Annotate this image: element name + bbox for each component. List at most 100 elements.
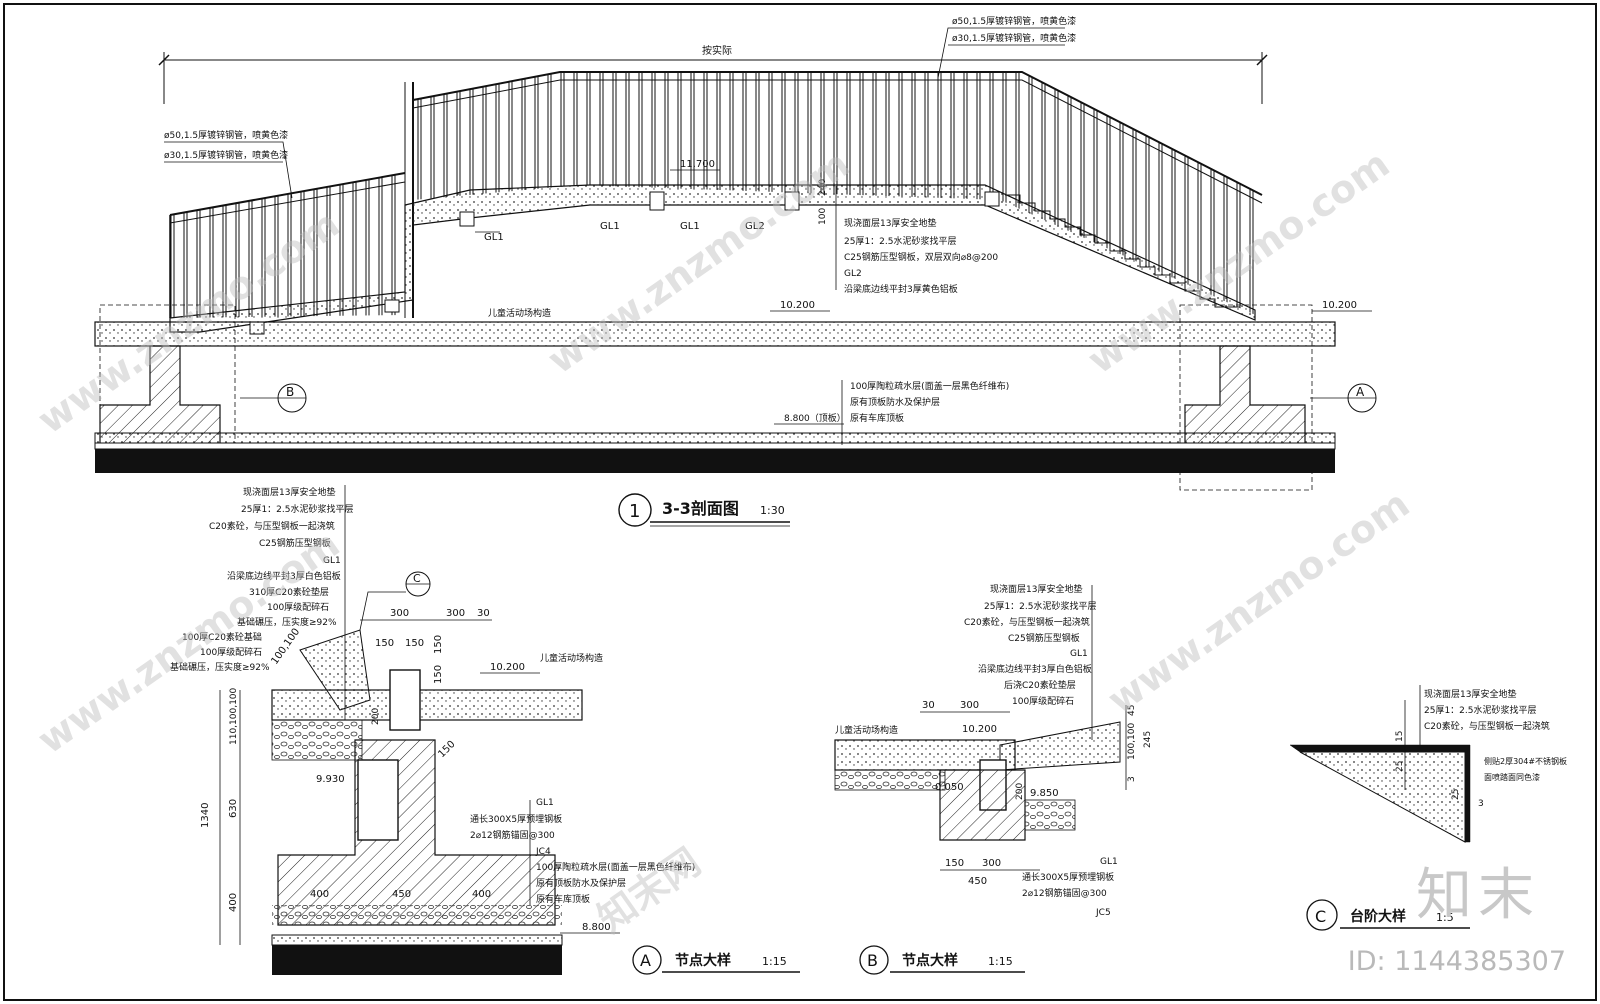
ground-slab [94, 321, 1336, 347]
beam-gl1-b [649, 191, 665, 211]
beam-left [384, 299, 400, 313]
detail-a-dim-t2: 300 [446, 608, 465, 619]
detail-a-base-3: 400 [472, 889, 491, 900]
layer-note-4: GL2 [844, 269, 862, 279]
detail-b-elev-9850: 9.850 [1030, 788, 1059, 799]
detail-b: 现浇面层13厚安全地垫 25厚1：2.5水泥砂浆找平层 C20素砼，与压型钢板一… [834, 583, 1153, 975]
detail-a-beam [389, 669, 421, 731]
beam-label-4: GL2 [745, 221, 765, 232]
left-railing [170, 173, 405, 318]
beam-label-1: GL1 [484, 232, 504, 243]
detail-a-note-6: 沿梁底边线平封3厚白色铝板 [227, 570, 341, 582]
elev-top: 11.700 [680, 159, 715, 170]
detail-c-dim-15: 15 [1395, 731, 1405, 742]
section-title: 3-3剖面图 [662, 499, 739, 518]
ref-b-label: B [286, 385, 294, 399]
detail-b-dim-245: 245 [1143, 731, 1153, 748]
section-number-circle [618, 493, 652, 527]
detail-b-note-3: C20素砼，与压型钢板一起浇筑 [964, 616, 1090, 628]
dim-100: 100 [818, 208, 828, 225]
detail-c-dim-3: 3 [1478, 799, 1484, 809]
detail-b-note-7: 后浇C20素砼垫层 [1004, 679, 1076, 691]
detail-a-dim-m2: 150 [405, 638, 424, 649]
detail-c-edge-1: 侧贴2厚304#不锈钢板 [1484, 756, 1567, 766]
detail-a-note-3: C20素砼，与压型钢板一起浇筑 [209, 520, 335, 532]
roof-slab [95, 449, 1335, 473]
detail-b-letter: B [867, 951, 878, 970]
detail-a: 现浇面层13厚安全地垫 25厚1：2.5水泥砂浆找平层 C20素砼，与压型钢板一… [170, 485, 800, 975]
detail-b-dim-3: 3 [1127, 776, 1137, 782]
beam-gl1-c [984, 191, 1000, 207]
detail-b-note-5: GL1 [1070, 649, 1088, 659]
deck-slab [169, 184, 1256, 333]
detail-a-dim-m1: 150 [375, 638, 394, 649]
detail-a-note-10: 100厚C20素砼基础 [182, 631, 262, 643]
ref-a-label: A [1356, 385, 1365, 399]
detail-a-dim-150r: 150 [433, 665, 444, 684]
detail-a-roof-3: 原有车库顶板 [536, 893, 590, 905]
detail-a-note-12: 基础碾压，压实度≥92% [170, 661, 270, 673]
detail-a-letter-circle [632, 945, 662, 975]
layer-note-1: 现浇面层13厚安全地垫 [844, 217, 936, 229]
beam-gl2 [784, 191, 800, 211]
detail-a-dim-110: 110,100,100 [229, 687, 239, 745]
detail-a-dim-150b: 150 [436, 739, 457, 760]
detail-a-dim-t3: 30 [477, 608, 490, 619]
detail-a-elev-9930: 9.930 [316, 774, 345, 785]
detail-a-dim-1340: 1340 [200, 803, 211, 828]
detail-b-dim-b3: 450 [968, 876, 987, 887]
detail-c-dim-25a: 25 [1395, 761, 1405, 772]
image-id-text: ID: 1144385307 [1347, 946, 1566, 977]
detail-a-note-7: 310厚C20素砼垫层 [249, 586, 329, 598]
detail-a-gl1: GL1 [536, 798, 554, 808]
dim-240: 240 [818, 179, 828, 196]
section-scale: 1:30 [760, 504, 785, 517]
detail-a-dim-diag: 100,100 [269, 627, 302, 667]
detail-a-roof-slab [272, 945, 562, 975]
beam-gl1-a [459, 211, 475, 227]
detail-b-note-2: 25厚1：2.5水泥砂浆找平层 [984, 600, 1097, 612]
detail-b-dim-b2: 300 [982, 858, 1001, 869]
detail-a-note-11: 100厚级配碎石 [200, 646, 262, 658]
detail-b-dim-30: 30 [922, 700, 935, 711]
rail-note-l1: ø50,1.5厚镀锌钢管，喷黄色漆 [164, 129, 288, 141]
elev-roof: 8.800（顶板） [784, 412, 846, 424]
detail-b-note-4: C25钢筋压型钢板 [1008, 632, 1080, 644]
detail-a-elev-10200: 10.200 [490, 662, 525, 673]
detail-b-note-6: 沿梁底边线平封3厚白色铝板 [978, 663, 1092, 675]
detail-c-note-1: 现浇面层13厚安全地垫 [1424, 688, 1516, 700]
detail-b-gl1: GL1 [1100, 857, 1118, 867]
detail-a-plate-1: 通长300X5厚预埋钢板 [470, 813, 562, 825]
detail-c-letter: C [1315, 907, 1326, 926]
detail-c-note-2: 25厚1：2.5水泥砂浆找平层 [1424, 704, 1537, 716]
detail-a-dim-t1: 300 [390, 608, 409, 619]
detail-b-letter-circle [859, 945, 889, 975]
detail-b-jc: JC5 [1095, 908, 1111, 918]
detail-a-scale: 1:15 [762, 955, 787, 968]
rail-note-r1: ø50,1.5厚镀锌钢管，喷黄色漆 [952, 15, 1076, 27]
rail-note-l2: ø30,1.5厚镀锌钢管，喷黄色漆 [164, 149, 288, 161]
detail-a-dim-200: 200 [371, 708, 381, 725]
detail-b-title: 节点大样 [902, 952, 958, 969]
detail-b-note-1: 现浇面层13厚安全地垫 [990, 583, 1082, 595]
detail-b-elev-10200: 10.200 [962, 724, 997, 735]
detail-a-slab [271, 689, 583, 721]
detail-b-foundation [939, 769, 1026, 841]
detail-a-note-1: 现浇面层13厚安全地垫 [243, 486, 335, 498]
detail-b-plate-1: 通长300X5厚预埋钢板 [1022, 871, 1114, 883]
detail-a-roof-1: 100厚陶粒疏水层(面盖一层黑色纤维布) [536, 861, 695, 873]
detail-b-dim-100: 100,100 [1127, 723, 1137, 760]
roof-note-2: 原有顶板防水及保护层 [850, 396, 940, 408]
detail-b-dim-300: 300 [960, 700, 979, 711]
main-section: 按实际 GL1 GL1 GL1 GL2 11.700 240 100 [94, 15, 1377, 527]
layer-note-3: C25钢筋压型钢板，双层双向⌀8@200 [844, 251, 998, 263]
detail-c-letter-circle [1306, 899, 1338, 931]
detail-a-dim-400: 400 [228, 893, 239, 912]
detail-a-letter: A [640, 951, 651, 970]
rail-note-r2: ø30,1.5厚镀锌钢管，喷黄色漆 [952, 32, 1076, 44]
section-number: 1 [629, 501, 640, 522]
detail-a-jc: JC4 [535, 847, 551, 857]
detail-a-roof-2: 原有顶板防水及保护层 [536, 877, 626, 889]
detail-a-title: 节点大样 [675, 952, 731, 969]
